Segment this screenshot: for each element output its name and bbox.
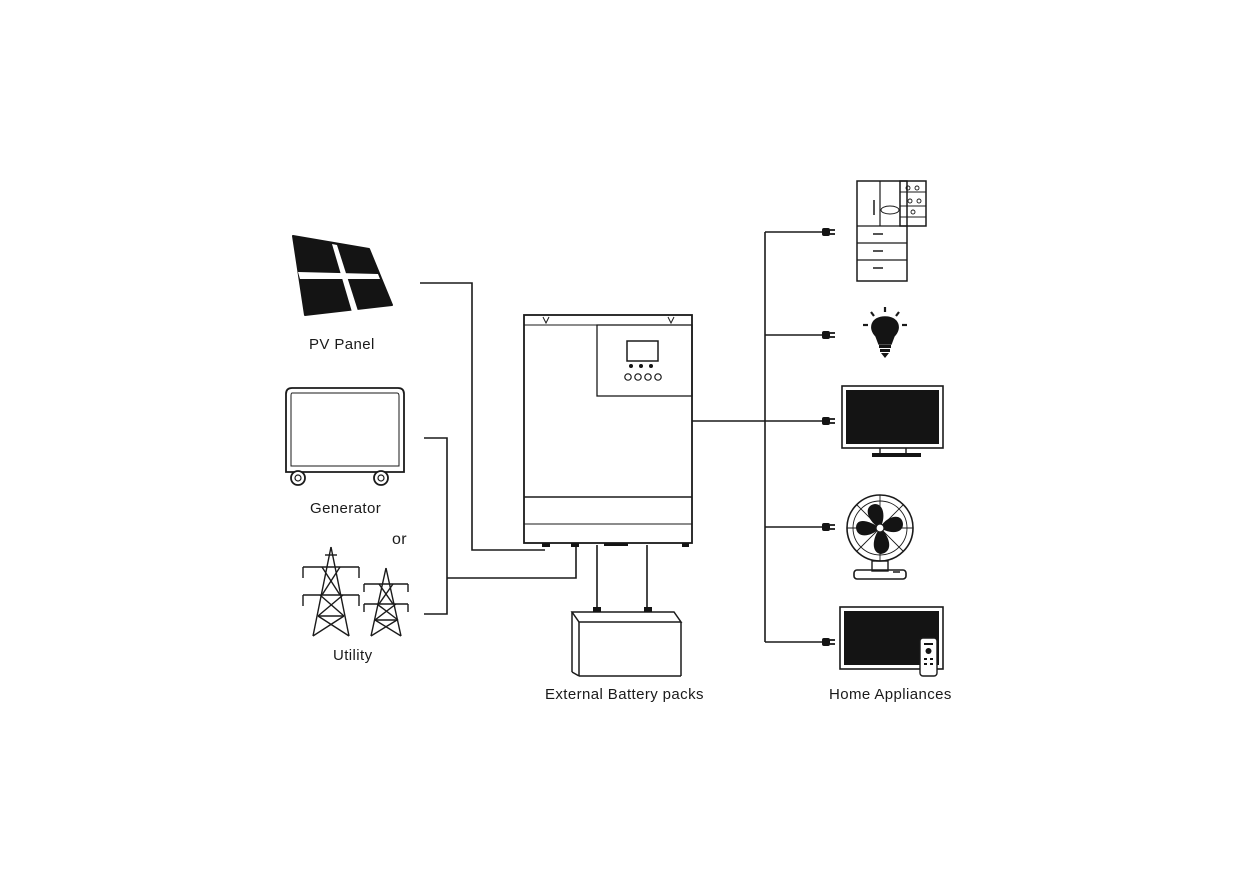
solar-panel-icon bbox=[292, 235, 393, 316]
grid-wire bbox=[447, 545, 577, 579]
generator-icon bbox=[285, 387, 405, 486]
plugs bbox=[822, 228, 835, 646]
generator-wire bbox=[424, 437, 448, 615]
pv-panel-label: PV Panel bbox=[309, 336, 375, 353]
pv-wire bbox=[420, 282, 545, 551]
battery-icon bbox=[570, 607, 683, 677]
transmission-tower-icon bbox=[302, 546, 409, 637]
plug-icon bbox=[822, 228, 835, 236]
plug-icon bbox=[822, 638, 835, 646]
wires bbox=[420, 231, 822, 643]
light-bulb-icon bbox=[863, 307, 907, 358]
refrigerator-icon bbox=[856, 180, 927, 282]
plug-icon bbox=[822, 417, 835, 425]
plug-icon bbox=[822, 523, 835, 531]
fan-icon bbox=[846, 494, 914, 580]
plug-icon bbox=[822, 331, 835, 339]
utility-label: Utility bbox=[333, 647, 373, 664]
generator-label: Generator bbox=[310, 500, 382, 517]
remote-control-icon bbox=[919, 637, 938, 677]
or-label: or bbox=[392, 531, 408, 548]
inverter-icon bbox=[523, 314, 693, 547]
battery-label: External Battery packs bbox=[545, 686, 704, 703]
home-appliances-label: Home Appliances bbox=[829, 686, 952, 703]
television-icon bbox=[841, 385, 944, 457]
